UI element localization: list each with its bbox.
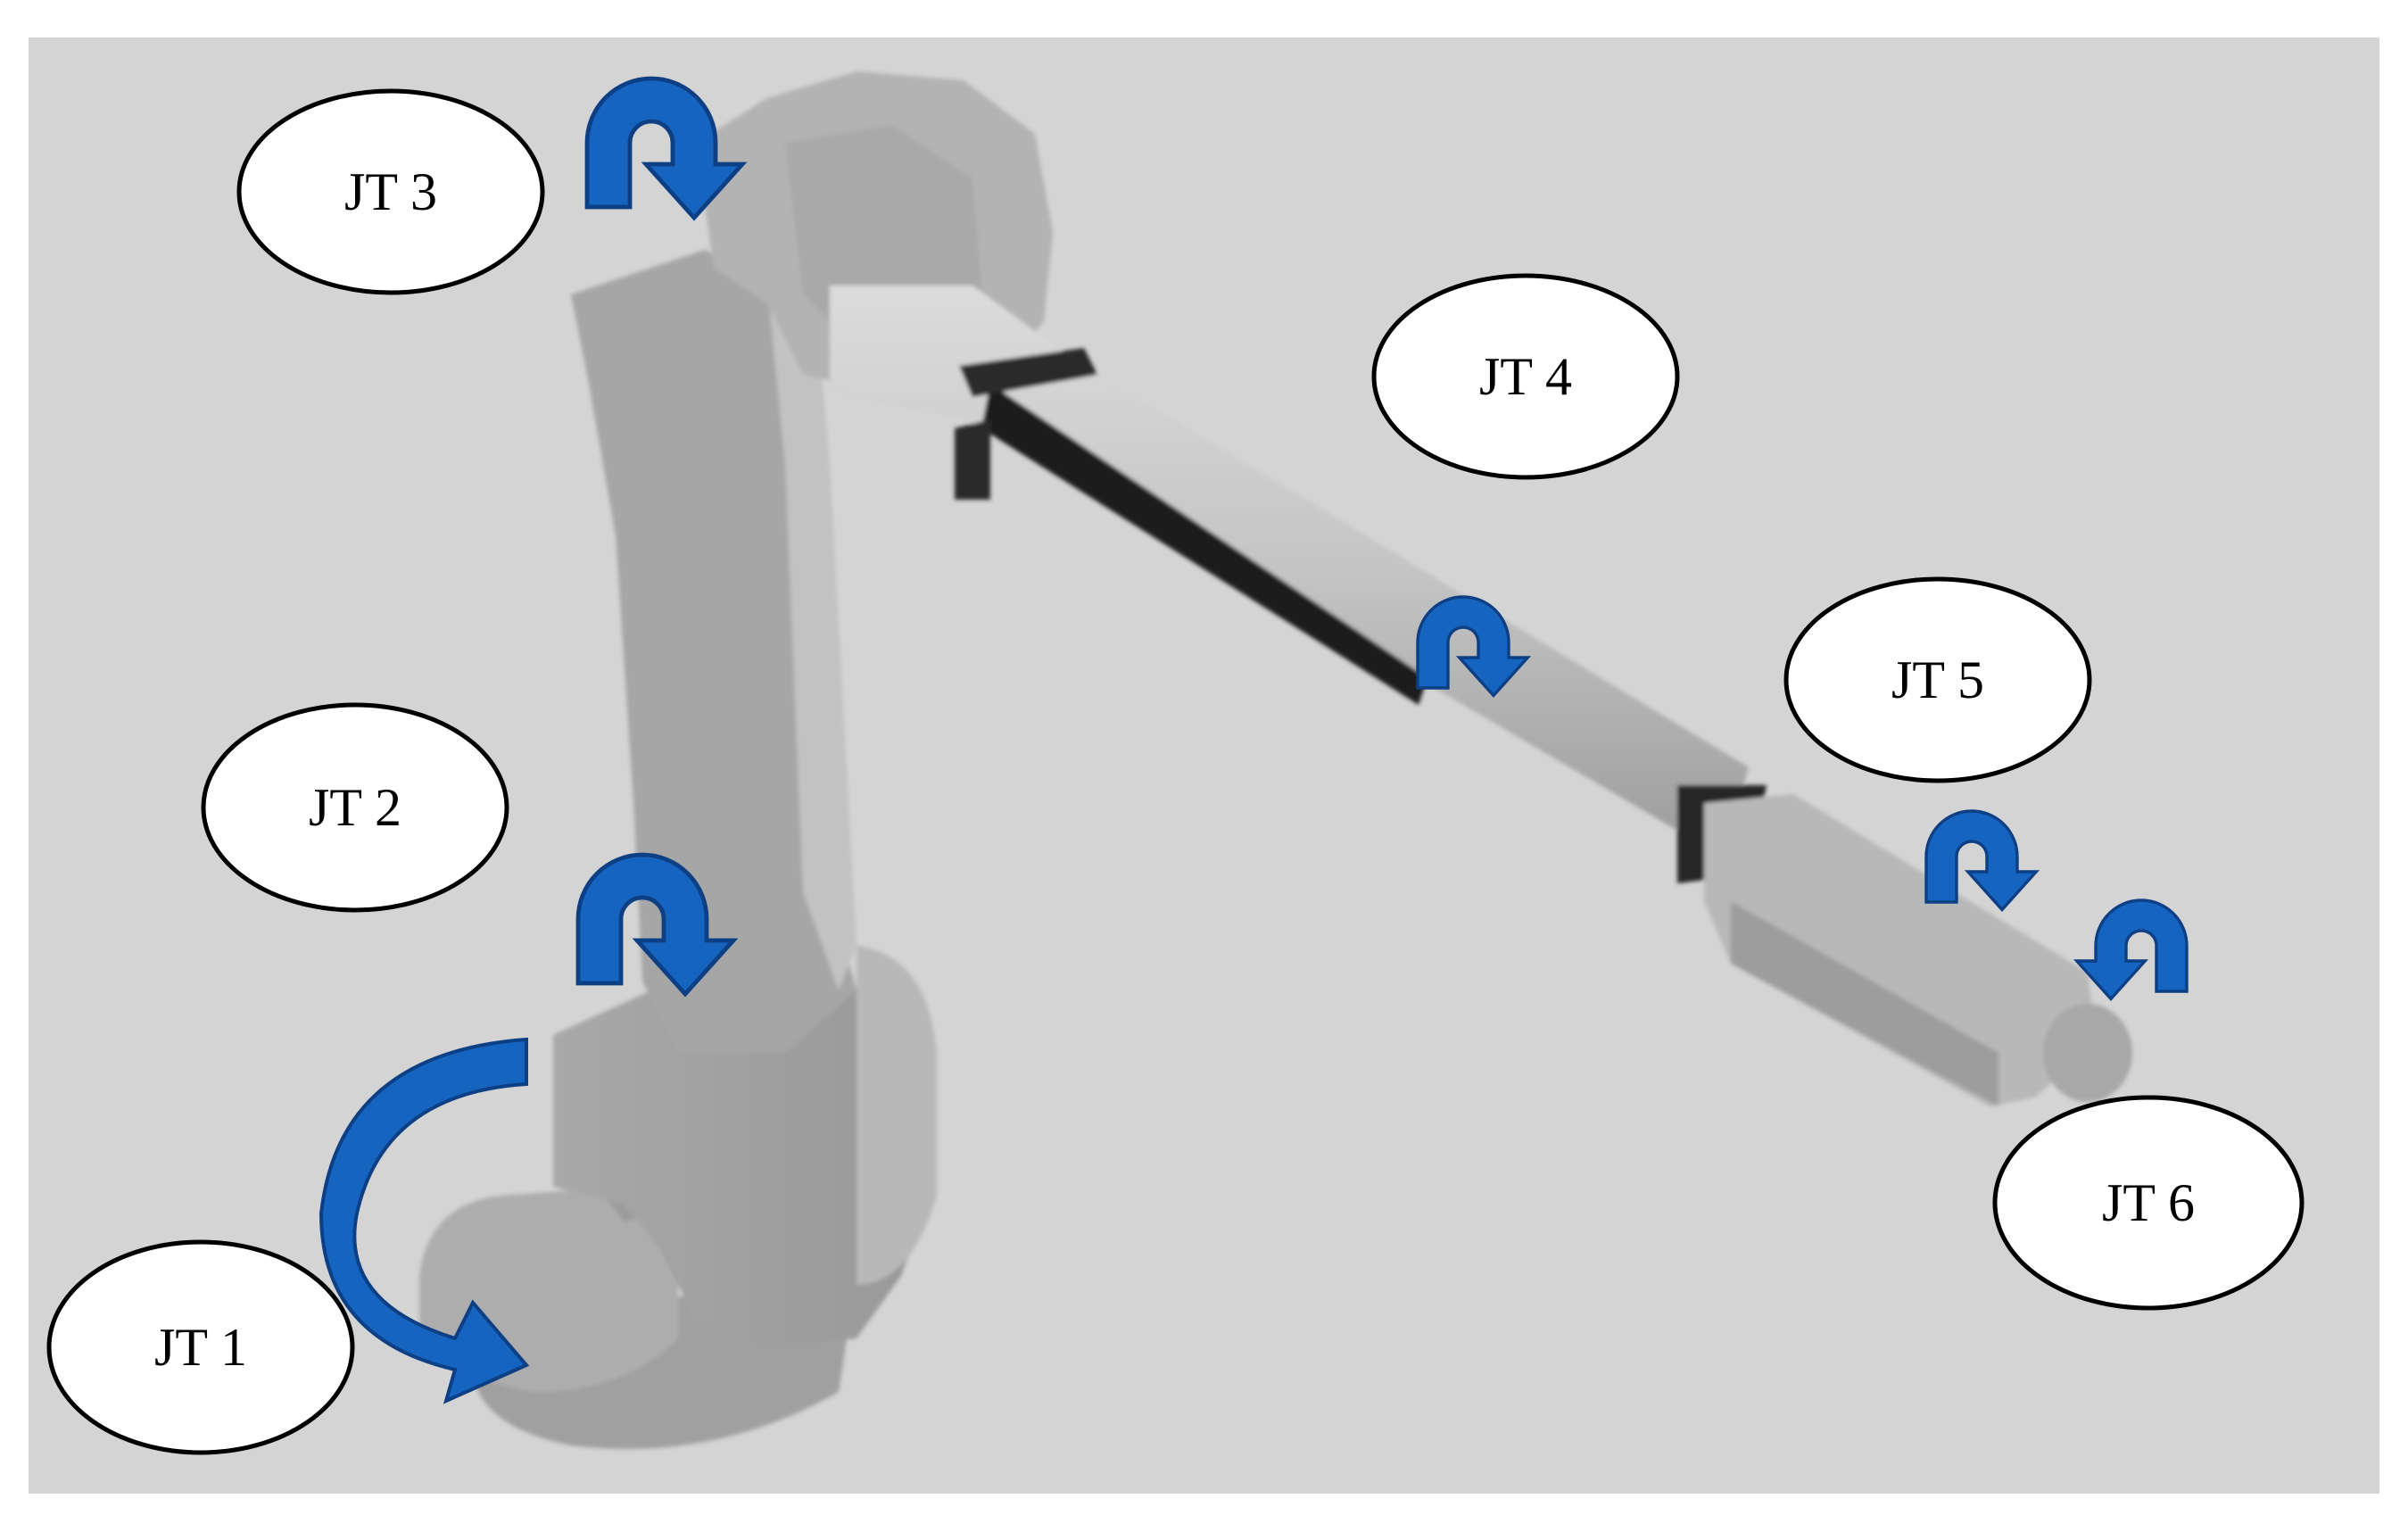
callout-jt5: JT 5 bbox=[1783, 576, 2092, 783]
svg-text:JT 4: JT 4 bbox=[1479, 347, 1572, 406]
callout-jt4: JT 4 bbox=[1371, 273, 1680, 480]
callout-jt6: JT 6 bbox=[1992, 1095, 2305, 1311]
callout-jt1: JT 1 bbox=[46, 1239, 355, 1455]
svg-text:JT 3: JT 3 bbox=[344, 162, 437, 221]
robot-arm bbox=[419, 71, 2132, 1449]
curved-rotation-arrow-icon bbox=[319, 1037, 530, 1404]
wrist-housing bbox=[1704, 794, 2097, 1106]
svg-text:JT 6: JT 6 bbox=[2102, 1173, 2195, 1232]
cable bbox=[981, 384, 1427, 705]
callout-jt3: JT 3 bbox=[236, 88, 545, 295]
lower-arm bbox=[553, 981, 937, 1347]
svg-text:JT 2: JT 2 bbox=[309, 778, 401, 837]
collar-ring bbox=[959, 348, 1097, 397]
svg-text:JT 1: JT 1 bbox=[154, 1318, 247, 1377]
svg-text:JT 5: JT 5 bbox=[1891, 650, 1984, 709]
forearm bbox=[830, 286, 1749, 857]
callout-jt2: JT 2 bbox=[201, 702, 509, 913]
tool-flange bbox=[2043, 1004, 2132, 1102]
